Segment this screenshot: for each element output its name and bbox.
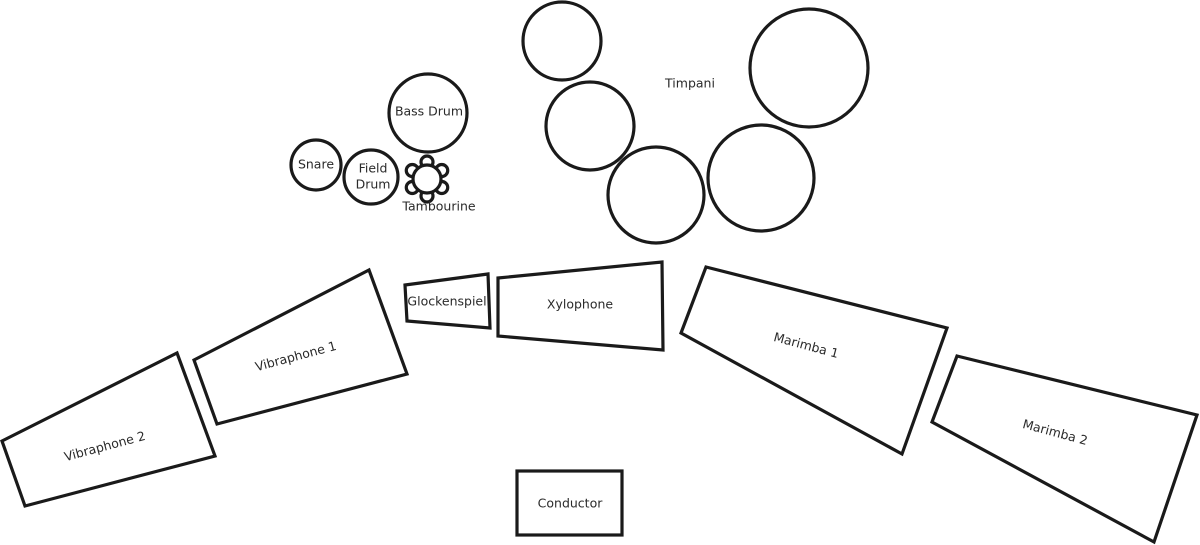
timpani-drum-3 bbox=[606, 145, 706, 245]
conductor-label: Conductor bbox=[538, 496, 604, 511]
marimba-1: Marimba 1 bbox=[679, 265, 950, 457]
timpani-group: Timpani bbox=[521, 0, 870, 245]
timpani-drum-5 bbox=[748, 7, 870, 129]
tambourine: Tambourine bbox=[401, 154, 476, 214]
timpani-label: Timpani bbox=[664, 76, 715, 91]
bass-drum-label: Bass Drum bbox=[395, 104, 463, 119]
snare-label: Snare bbox=[298, 157, 334, 172]
tambourine-head bbox=[411, 163, 443, 195]
bass-drum: Bass Drum bbox=[387, 72, 469, 154]
field-drum: Field Drum bbox=[342, 148, 400, 206]
timpani-drum-2 bbox=[544, 80, 636, 172]
marimba-2: Marimba 2 bbox=[930, 354, 1200, 545]
timpani-drum-4 bbox=[706, 123, 816, 233]
field-drum-label-line2: Drum bbox=[356, 177, 391, 192]
vibraphone-2: Vibraphone 2 bbox=[0, 350, 218, 508]
glockenspiel-label: Glockenspiel bbox=[407, 294, 486, 309]
snare-drum: Snare bbox=[289, 138, 343, 192]
glockenspiel: Glockenspiel bbox=[403, 272, 492, 330]
tambourine-label: Tambourine bbox=[401, 199, 475, 214]
conductor: Conductor bbox=[515, 469, 624, 537]
timpani-drum-1 bbox=[521, 0, 603, 82]
xylophone-label: Xylophone bbox=[547, 297, 614, 312]
field-drum-label-line1: Field bbox=[359, 161, 388, 176]
vibraphone-1: Vibraphone 1 bbox=[192, 267, 410, 426]
xylophone: Xylophone bbox=[496, 260, 665, 352]
